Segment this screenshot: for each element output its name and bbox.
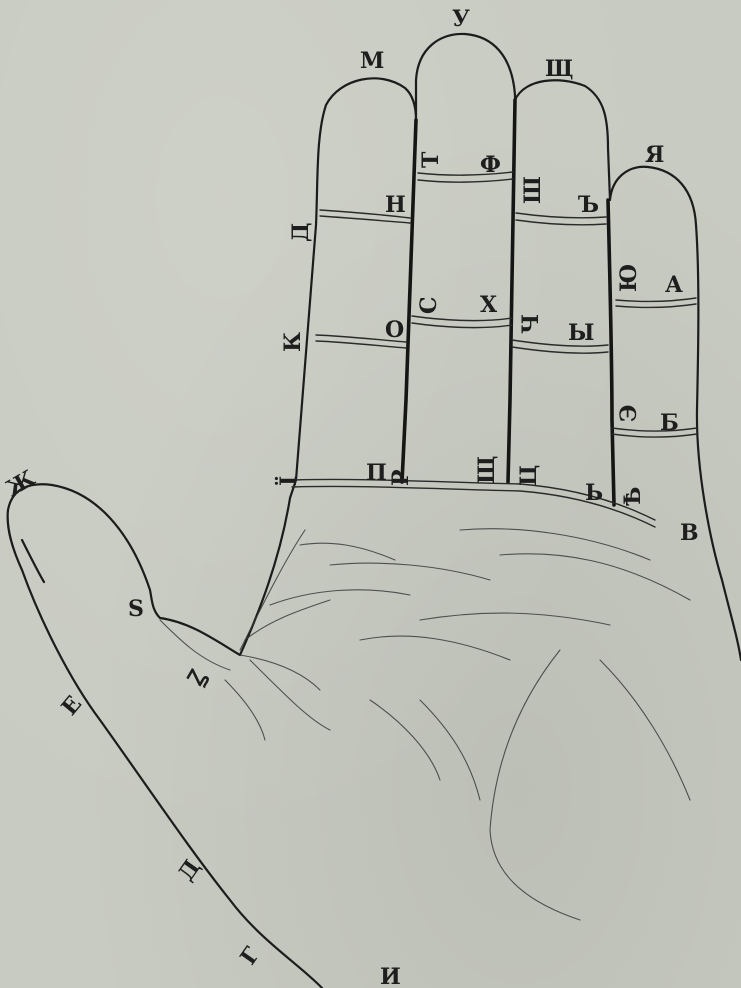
middle-crease-top-2	[418, 179, 513, 182]
letter-r: Р	[388, 469, 414, 486]
letter-i: И	[380, 964, 401, 988]
ring-little-separation	[608, 200, 614, 505]
palm-line	[490, 650, 580, 920]
letter-sh: Ш	[520, 176, 546, 204]
letter-e-rev: Э	[616, 405, 642, 423]
ring-crease-mid-2	[512, 347, 608, 353]
letter-t: Т	[418, 151, 444, 168]
palm-line	[600, 660, 690, 800]
letter-d: Д	[288, 222, 314, 242]
little-crease-mid	[612, 428, 697, 431]
letter-p: П	[366, 460, 387, 486]
middle-ring-separation	[508, 100, 515, 482]
letter-hard-sign: Ъ	[578, 192, 599, 218]
letter-u: У	[452, 6, 470, 32]
letter-f: Ф	[480, 152, 501, 178]
letter-m: М	[360, 48, 384, 74]
index-middle-separation	[402, 120, 416, 482]
hand-outline	[8, 34, 741, 988]
palm-line	[240, 655, 320, 690]
letter-z-loop: Ꙁ	[183, 665, 212, 689]
letter-soft-sign: Ь	[585, 480, 603, 506]
letter-zh: Ж	[2, 465, 40, 502]
palm-line	[330, 563, 490, 580]
letter-yery: Ы	[568, 320, 594, 346]
palm-line	[250, 660, 330, 730]
palm-line	[360, 636, 510, 660]
letter-ts: Ц	[516, 465, 542, 486]
letter-yat: Ѣ	[620, 487, 646, 506]
letter-shch-mid: Щ	[474, 456, 500, 484]
letter-d-low: Д	[173, 855, 206, 886]
palm-line	[225, 680, 265, 740]
letter-n: Н	[385, 192, 406, 218]
little-crease-top-2	[616, 304, 696, 307]
palm-line	[270, 590, 410, 605]
letter-kh: Х	[480, 292, 498, 318]
letter-o: О	[385, 317, 404, 343]
letter-v: В	[680, 520, 699, 546]
palm-line	[245, 600, 330, 640]
letter-shch-top: Щ	[545, 56, 573, 82]
letter-b: Б	[660, 410, 679, 436]
ring-crease-top-2	[516, 220, 606, 225]
letter-yu: Ю	[616, 264, 642, 292]
middle-crease-mid-2	[412, 323, 512, 328]
letter-ch: Ч	[518, 314, 544, 334]
little-crease-mid-2	[612, 434, 697, 437]
palm-line	[300, 543, 395, 560]
letter-ya: Я	[645, 142, 664, 168]
letter-s: С	[416, 296, 442, 314]
letter-s-lat: S	[128, 596, 144, 622]
palm-line	[420, 700, 480, 800]
palm-line	[420, 613, 610, 625]
thumb-nail	[22, 540, 44, 582]
palm-line	[500, 554, 690, 600]
little-crease-top	[616, 298, 696, 301]
letter-i-dot: Ї	[274, 476, 302, 486]
palm-line	[160, 620, 230, 670]
letter-g: Г	[235, 942, 265, 969]
letter-a: А	[665, 272, 683, 298]
palm-line	[370, 700, 440, 780]
letter-k: К	[280, 332, 306, 352]
